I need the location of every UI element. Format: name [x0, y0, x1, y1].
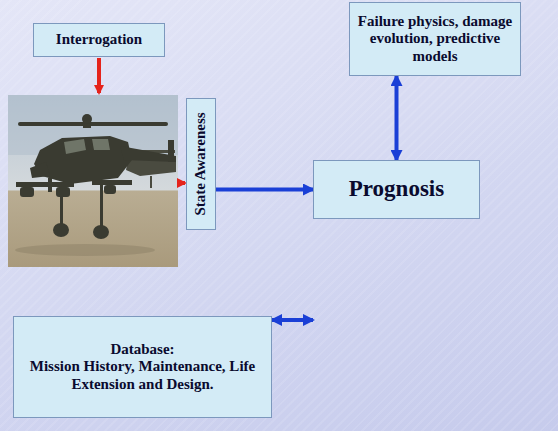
model-box: Failure physics, damage evolution, predi…	[349, 2, 521, 76]
box-label: State Awareness	[192, 112, 209, 215]
box-label: Prognosis	[349, 176, 444, 202]
helicopter-photo	[8, 95, 178, 267]
box-label: Mission History, Maintenance, Life Exten…	[20, 358, 265, 393]
box-label: Failure physics, damage evolution, predi…	[356, 13, 514, 65]
flow-arrow	[216, 188, 313, 192]
flow-arrow	[272, 318, 313, 322]
input-box: Interrogation	[33, 23, 165, 57]
box-label: Interrogation	[56, 31, 142, 48]
red-arrow	[178, 181, 185, 185]
database-box: Database:Mission History, Maintenance, L…	[13, 316, 272, 418]
prognosis-box: Prognosis	[313, 160, 480, 219]
red-arrow	[97, 58, 101, 93]
state-band: State Awareness	[186, 98, 216, 230]
flow-arrow	[395, 76, 399, 160]
box-heading: Database:	[110, 341, 174, 358]
